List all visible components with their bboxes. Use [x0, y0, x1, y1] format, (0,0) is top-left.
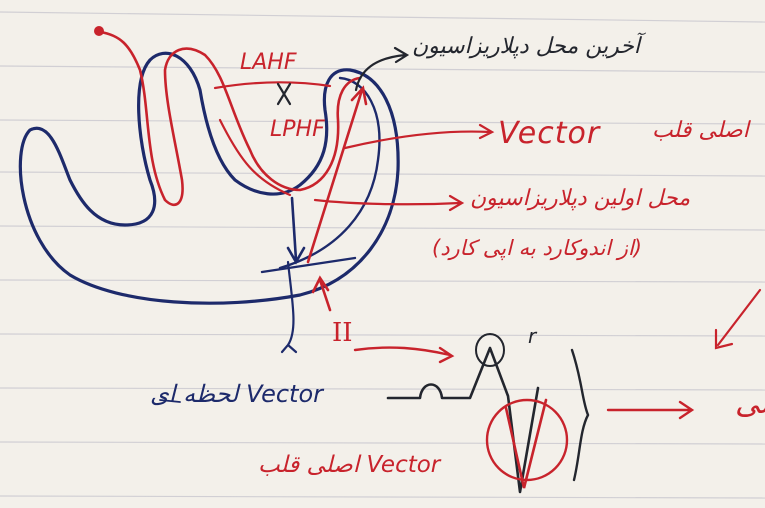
bottom-main-vector-label: Vector اصلی قلب	[258, 452, 440, 478]
sa-node-dot	[94, 26, 104, 36]
main-vector-label: Vector	[498, 116, 600, 151]
lahf-branch	[215, 82, 330, 88]
ruled-lines	[0, 12, 765, 498]
right-margin-arrow	[716, 290, 760, 348]
right-edge-label: لی	[735, 386, 765, 421]
bracket-line	[572, 350, 588, 480]
lead-ii-arrow	[313, 278, 330, 310]
momentary-vector-pointer	[282, 262, 296, 352]
first-depol-annot-arrow	[315, 196, 462, 210]
ecg-qrs-circle	[487, 400, 567, 480]
septum-note-label: (از اندوکارد به اپی کارد)	[432, 236, 642, 260]
ecg-lead-arrow	[355, 348, 452, 362]
momentary-vector-label: Vector لحظه ای	[150, 380, 323, 408]
first-depolarization-label: محل اولین دپلاریزاسیون	[470, 186, 690, 211]
main-vector-fa-label: اصلی قلب	[652, 118, 749, 143]
lahf-label: LAHF	[240, 50, 297, 75]
ecg-r-label: r	[528, 324, 536, 348]
lahf-block-mark	[278, 84, 290, 104]
lead-ii-label: II	[332, 318, 353, 348]
lphf-label: LPHF	[270, 117, 325, 142]
septal-vector-arrow	[288, 198, 304, 262]
last-depolarization-label: آخرین محل دپلاریزاسیون	[412, 34, 640, 59]
bracket-result-arrow	[608, 402, 692, 418]
main-vector-annot-arrow	[345, 125, 492, 148]
